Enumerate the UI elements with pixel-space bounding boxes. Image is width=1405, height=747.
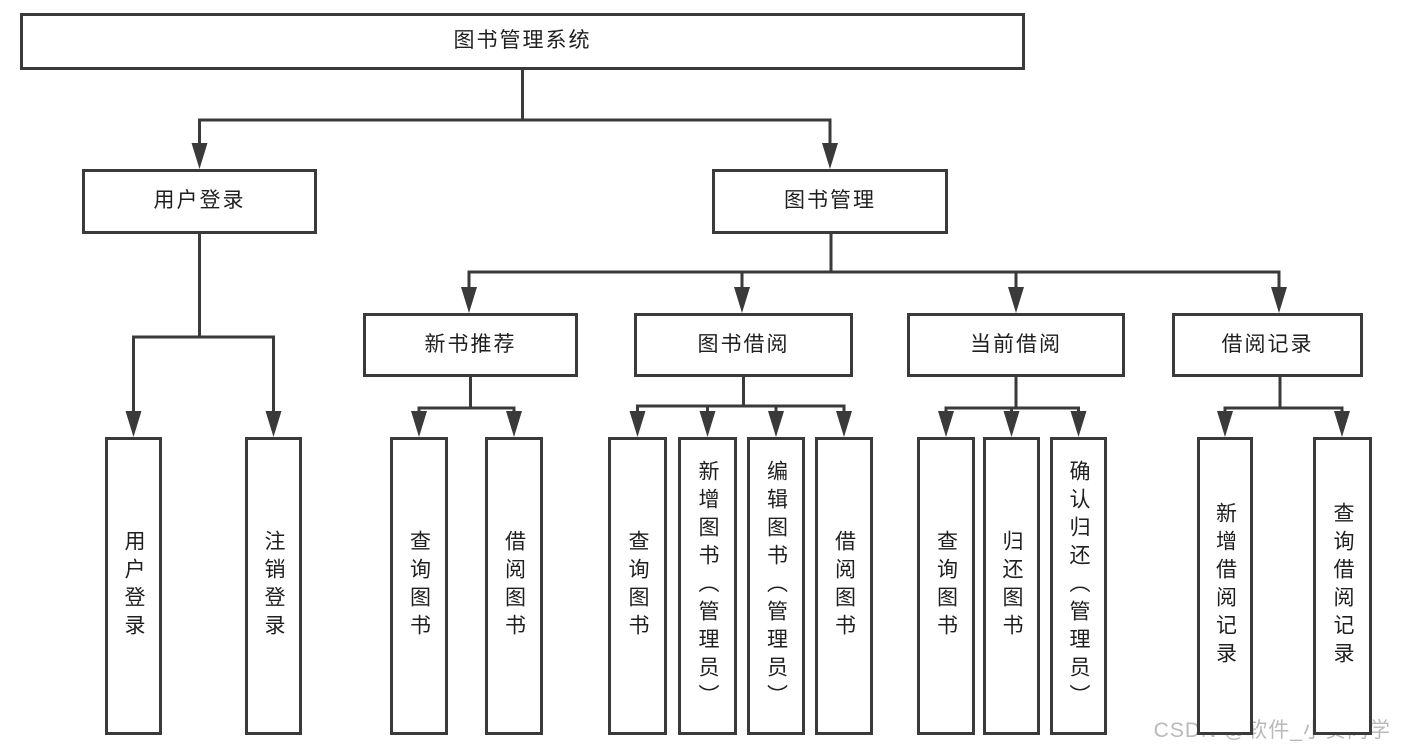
add-books-admin-node: 新增图书（管理员） (678, 437, 737, 735)
query-books-recommend-node: 查询图书 (390, 437, 448, 735)
book-management-node: 图书管理 (712, 169, 948, 234)
arrowhead (265, 411, 282, 437)
confirm-return-admin-node: 确认归还（管理员） (1050, 437, 1107, 735)
arrowhead (1070, 411, 1087, 437)
arrowhead (836, 411, 852, 437)
arrowhead (1334, 411, 1350, 437)
borrow-books-borrowing-node: 借阅图书 (815, 437, 873, 735)
system-root-node: 图书管理系统 (20, 13, 1025, 70)
arrowhead (938, 411, 954, 437)
current-borrowing-node: 当前借阅 (907, 313, 1125, 377)
query-books-current-node: 查询图书 (917, 437, 975, 735)
arrowhead (1271, 287, 1287, 313)
add-borrow-record-node: 新增借阅记录 (1197, 437, 1253, 735)
arrowhead (629, 411, 646, 437)
new-book-recommend-node: 新书推荐 (363, 313, 578, 377)
arrowhead (1008, 287, 1024, 313)
logout-item-node: 注销登录 (245, 437, 302, 735)
arrowhead (768, 411, 784, 437)
book-borrowing-node: 图书借阅 (634, 313, 853, 377)
arrowhead (699, 411, 716, 437)
user-login-node: 用户登录 (82, 169, 317, 234)
arrowhead (822, 143, 838, 169)
user-login-item-node: 用户登录 (105, 437, 162, 735)
arrowhead (411, 411, 427, 437)
arrowhead (506, 411, 522, 437)
arrowhead (1217, 411, 1233, 437)
borrowing-records-node: 借阅记录 (1172, 313, 1363, 377)
edit-books-admin-node: 编辑图书（管理员） (747, 437, 805, 735)
arrowhead (461, 287, 477, 313)
arrowhead (125, 411, 142, 437)
arrowhead (734, 287, 750, 313)
arrowhead (191, 143, 208, 169)
borrow-books-recommend-node: 借阅图书 (485, 437, 543, 735)
query-books-borrowing-node: 查询图书 (608, 437, 667, 735)
query-borrow-record-node: 查询借阅记录 (1313, 437, 1372, 735)
arrowhead (1003, 411, 1020, 437)
return-books-node: 归还图书 (983, 437, 1040, 735)
